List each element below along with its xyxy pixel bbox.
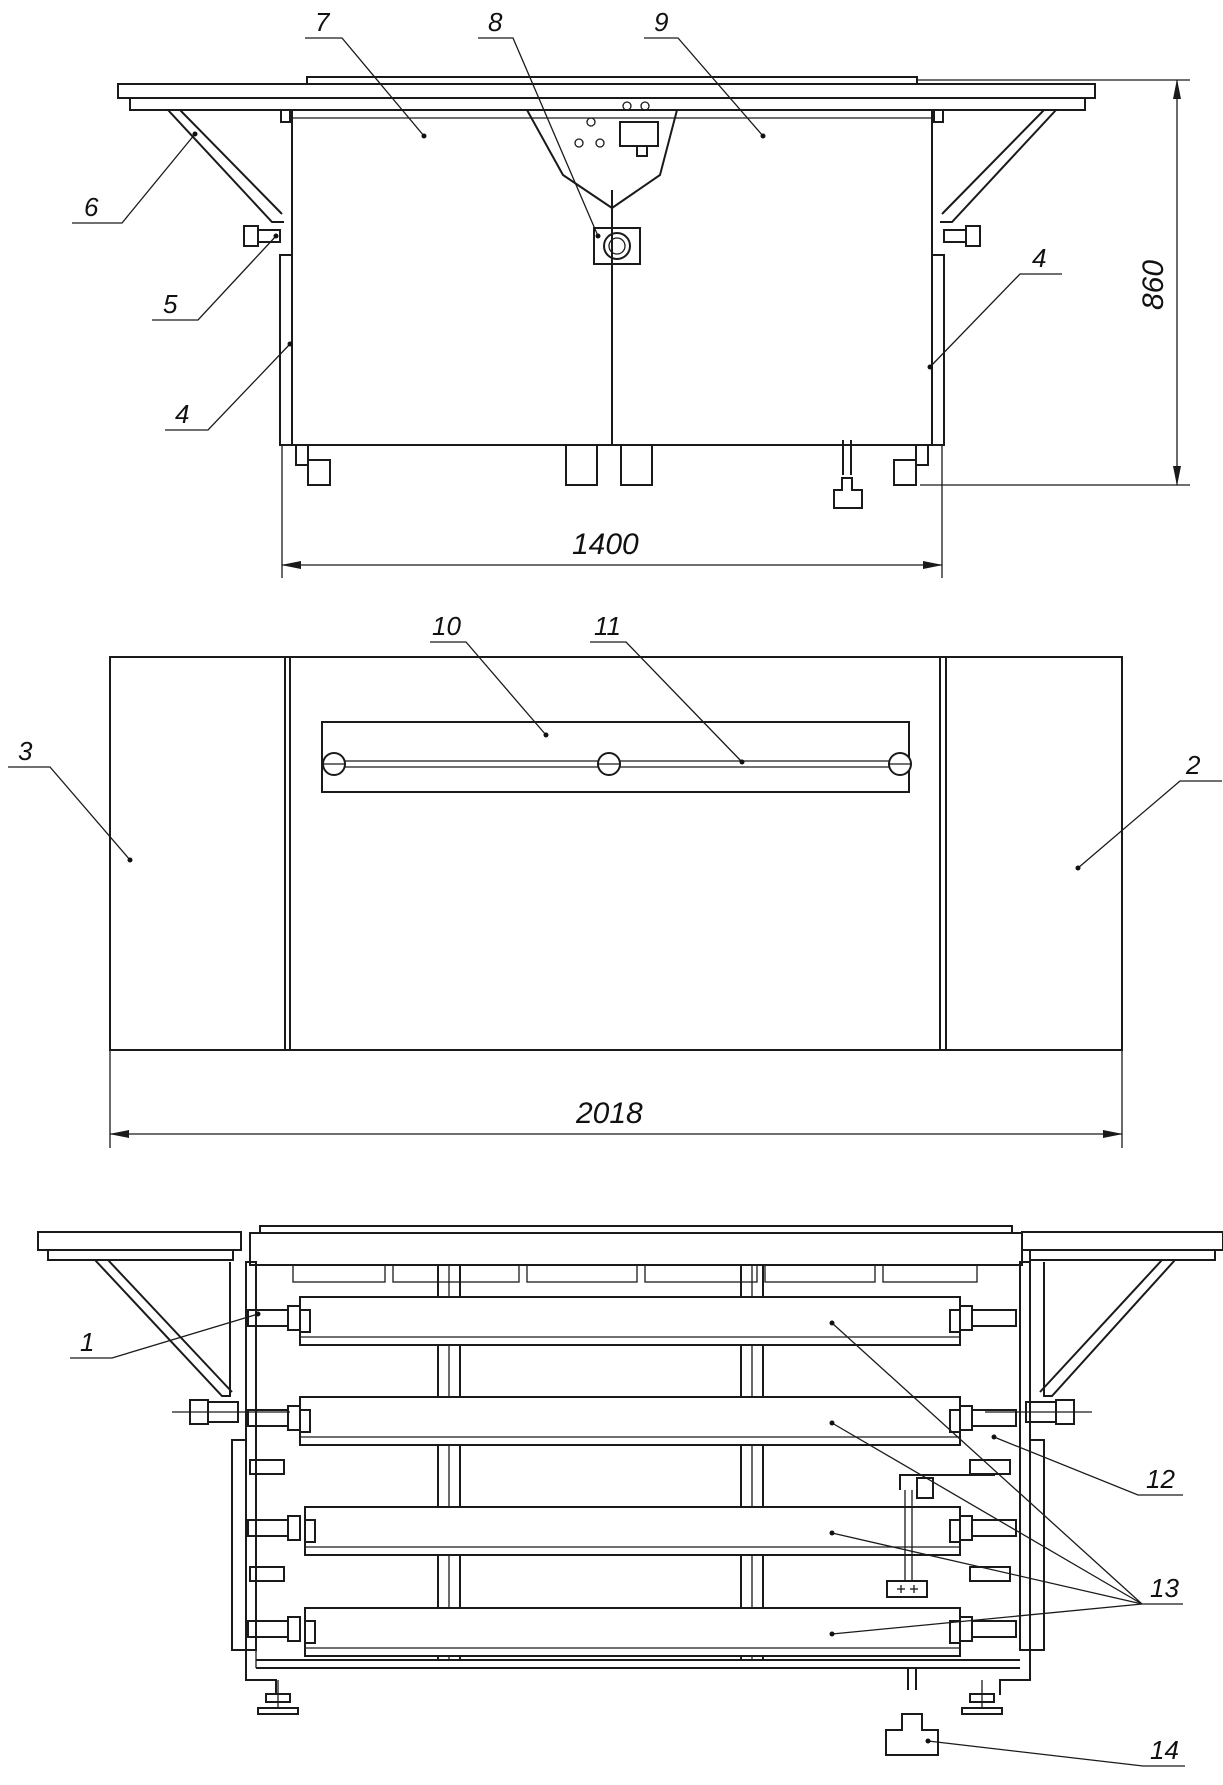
- section-view: [37, 1225, 1223, 1756]
- roller-1: [299, 1296, 961, 1346]
- dimension-width-front: 1400: [572, 528, 639, 561]
- callout-12: 12: [1146, 1464, 1175, 1494]
- roller-3: [304, 1506, 961, 1556]
- roller-2: [299, 1396, 961, 1446]
- callout-4-right: 4: [1032, 243, 1046, 273]
- callout-10: 10: [432, 611, 461, 641]
- dimension-width-top: 2018: [575, 1097, 643, 1130]
- leaders: [8, 37, 1222, 1767]
- callout-14: 14: [1150, 1735, 1179, 1765]
- callout-6: 6: [84, 192, 99, 222]
- callout-2: 2: [1185, 750, 1201, 780]
- callout-1: 1: [80, 1327, 94, 1357]
- dimension-labels: 860 1400 2018: [572, 260, 1170, 1130]
- roller-4: [304, 1607, 961, 1657]
- front-view: [117, 76, 1190, 578]
- callout-5: 5: [163, 289, 178, 319]
- callout-11: 11: [594, 611, 621, 641]
- callout-labels: 6 5 4 4 7 8 9 10 11 3 2 1 12 13 14: [18, 7, 1201, 1765]
- callout-8: 8: [488, 7, 503, 37]
- callout-7: 7: [315, 7, 331, 37]
- callout-13: 13: [1150, 1573, 1179, 1603]
- callout-3: 3: [18, 736, 33, 766]
- dimension-height: 860: [1137, 260, 1170, 310]
- top-view: [109, 656, 1123, 1148]
- callout-9: 9: [654, 7, 668, 37]
- callout-4-left: 4: [175, 399, 189, 429]
